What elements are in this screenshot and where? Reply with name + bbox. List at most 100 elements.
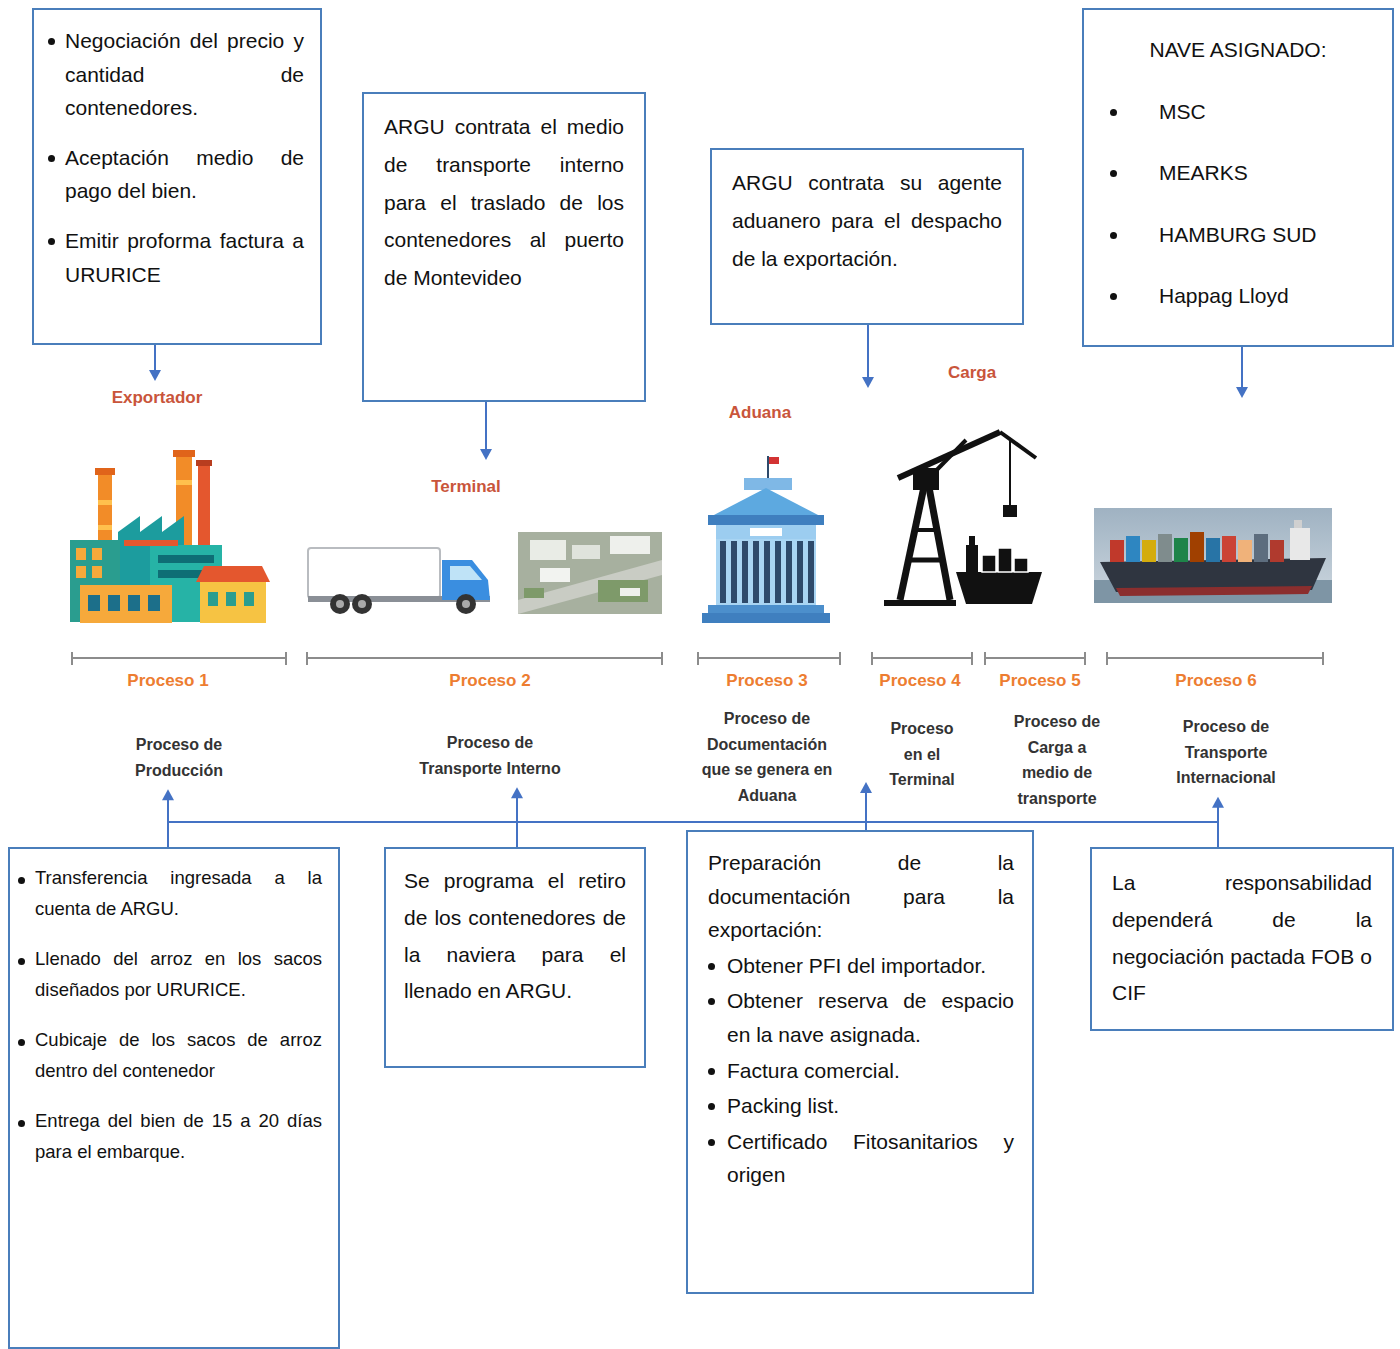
callout-text: Certificado Fitosanitarios y origen [727,1125,1014,1192]
process-number: Proceso 6 [1161,671,1271,691]
process-bar-part [698,657,840,659]
terminal-photo-part [620,588,640,596]
customs-building-icon-part [712,488,820,516]
crane-icon-part [1000,432,1036,458]
bullet-row: Certificado Fitosanitarios y origen [708,1125,1014,1192]
bullet-dot [708,1068,715,1075]
crane-icon-part [998,548,1012,572]
customs-building-icon-part [731,541,737,603]
customs-building-icon-part [750,528,782,536]
container-ship-photo-part [1116,586,1312,596]
process-number: Proceso 1 [113,671,223,691]
factory-icon-part [148,595,160,611]
leader-line [865,792,867,830]
stage-label: Carga [922,363,1022,383]
process-bar-part [1106,652,1108,665]
bullet-dot [708,1139,715,1146]
truck-icon-part [358,600,366,608]
terminal-photo [518,532,662,614]
container-ship-photo-part [1126,536,1140,562]
process-bar-part [285,652,287,665]
stage-label: Aduana [705,403,815,423]
process-bar-part [871,652,873,665]
truck-icon-part [308,548,440,598]
bullet-row: Obtener PFI del importador. [708,949,1014,983]
container-ship-photo [1094,508,1332,603]
factory-icon-part [198,462,210,547]
callout-box: Se programa el retiro de los contenedore… [384,847,646,1068]
factory-icon-part [208,592,218,606]
process-bar-part [839,652,841,665]
process-number: Proceso 4 [866,671,974,691]
bullet-row: Cubicaje de los sacos de arroz dentro de… [14,1025,322,1086]
factory-icon-part [98,500,112,505]
arrow-head [162,789,174,800]
terminal-photo-part [572,545,600,559]
bullet-dot [708,963,715,970]
bullet-row: Entrega del bien de 15 a 20 días para el… [14,1106,322,1167]
arrow-head [511,787,523,798]
crane-icon-part [900,482,925,600]
customs-building-icon-part [708,515,824,525]
process-bar-part [307,657,662,659]
process-name: Proceso de Transporte Interno [405,730,575,781]
bullet-dot [18,877,25,884]
crane-icon-part [969,536,975,545]
crane-icon-part [966,545,978,572]
callout-text: Factura comercial. [727,1054,1014,1088]
bullet-row: MSC [1100,96,1376,128]
crane-icon [884,432,1042,606]
customs-building-icon-part [744,478,792,490]
arrow-head [1212,797,1224,808]
customs-building-icon-part [702,613,830,623]
factory-icon-part [196,460,212,466]
crane-icon-part [910,558,942,563]
factory-icon-part [88,595,100,611]
terminal-photo-part [518,560,662,614]
callout-text: Packing list. [727,1089,1014,1123]
bullet-row: MEARKS [1100,157,1376,189]
callout-text: ARGU contrata su agente aduanero para el… [732,164,1002,277]
leader-line [485,402,487,450]
container-ship-photo-part [1238,540,1252,562]
callout-box: ARGU contrata su agente aduanero para el… [710,148,1024,325]
container-ship-photo-part [1254,534,1268,562]
bullet-row: Emitir proforma factura a URURICE [44,224,304,291]
bullet-dot [48,155,55,162]
arrow-head [149,370,161,381]
container-ship-photo-part [1294,520,1302,528]
process-name: Proceso en el Terminal [881,716,963,793]
arrow-head [862,377,874,388]
process-number: Proceso 5 [986,671,1094,691]
factory-icon-part [76,566,86,578]
bullet-dot [18,958,25,965]
customs-building-icon-part [786,541,792,603]
factory-icon-part [158,555,214,563]
container-ship-photo-part [1174,538,1188,562]
crane-icon-part [1003,505,1017,517]
callout-box: Negociación del precio y cantidad de con… [32,8,322,345]
container-ship-photo-part [1190,532,1204,562]
bullet-row: Obtener reserva de espacio en la nave as… [708,984,1014,1051]
customs-building-icon-part [720,541,726,603]
stage-label: Terminal [406,477,526,497]
customs-building-icon-part [742,541,748,603]
container-ship-photo-part [1222,536,1236,562]
truck-icon-part [336,600,344,608]
bullet-dot [48,38,55,45]
truck-icon-part [450,566,482,580]
bullet-row: Happag Lloyd [1100,280,1376,312]
factory-icon-part [70,540,120,622]
bullet-dot [18,1039,25,1046]
process-bar-part [984,652,986,665]
process-name: Proceso de Carga a medio de transporte [1007,709,1107,811]
process-bar-part [971,652,973,665]
callout-box: ARGU contrata el medio de transporte int… [362,92,646,402]
crane-icon-part [1009,440,1011,506]
truck-icon-part [352,594,372,614]
process-bar-part [72,657,286,659]
callout-box: NAVE ASIGNADO:MSCMEARKSHAMBURG SUDHappag… [1082,8,1394,347]
crane-icon-part [928,482,950,600]
factory-icon-part [196,566,270,582]
process-name: Proceso de Documentación que se genera e… [700,706,834,808]
